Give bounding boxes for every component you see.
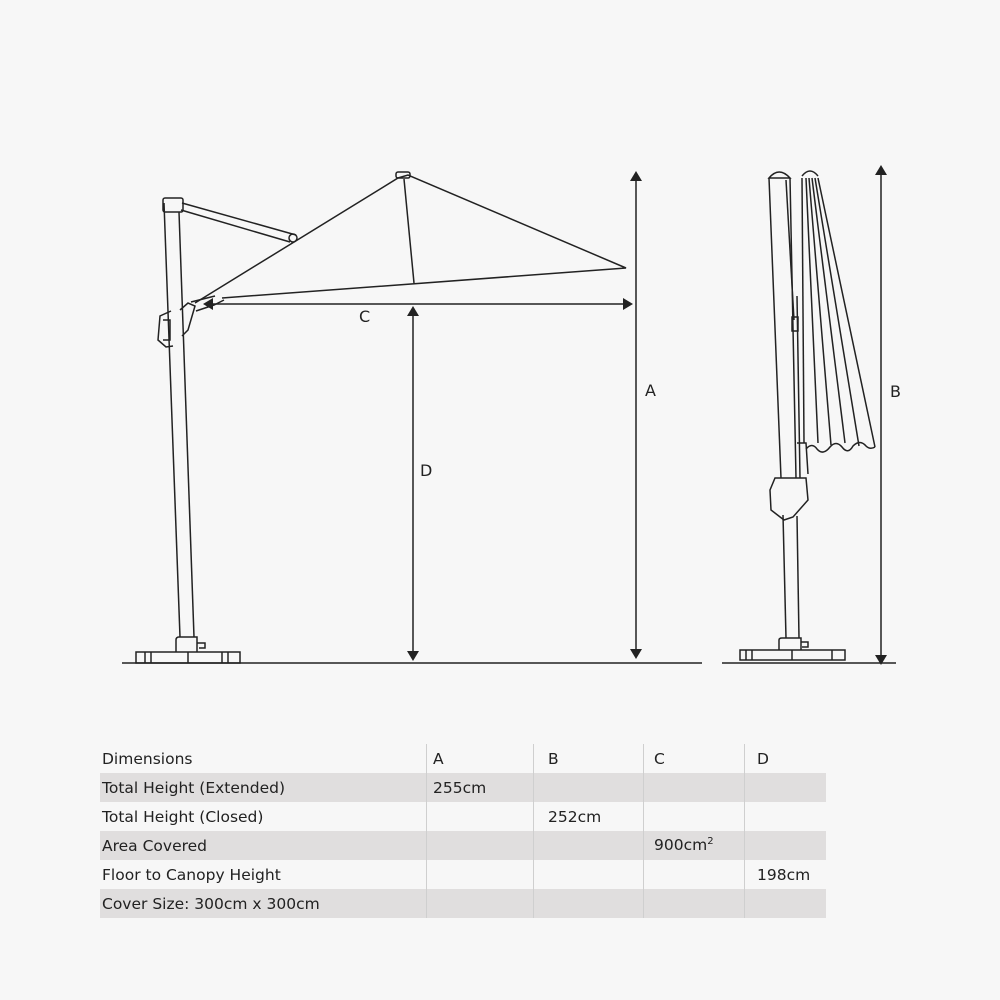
- cell-D: [744, 773, 826, 802]
- table-row: Total Height (Closed) 252cm: [100, 802, 826, 831]
- cell-B: [533, 831, 644, 860]
- cell-A: [426, 860, 534, 889]
- row-label: Area Covered: [100, 831, 427, 860]
- cell-B: 252cm: [533, 802, 644, 831]
- row-label: Total Height (Extended): [100, 773, 427, 802]
- cell-C: [643, 802, 745, 831]
- label-B: B: [890, 382, 901, 401]
- cell-A: [426, 889, 534, 918]
- table-row: Floor to Canopy Height 198cm: [100, 860, 826, 889]
- cell-D: [744, 831, 826, 860]
- header-dimensions: Dimensions: [102, 749, 193, 768]
- cell-D: 198cm: [744, 860, 826, 889]
- squared-superscript: 2: [707, 836, 714, 848]
- cell-A: [426, 831, 534, 860]
- label-C: C: [359, 307, 370, 326]
- cell-B: [533, 773, 644, 802]
- parasol-dimension-diagram: A C D B: [122, 165, 901, 665]
- header-A: A: [426, 744, 534, 773]
- table-row: Cover Size: 300cm x 300cm: [100, 889, 826, 918]
- cell-C: [643, 860, 745, 889]
- cell-C: [643, 773, 745, 802]
- open-parasol-drawing: [122, 171, 702, 664]
- closed-parasol-drawing: [722, 170, 896, 664]
- dimensions-table: Dimensions A B C D Total Height (Extende…: [100, 744, 826, 918]
- cell-D: [744, 802, 826, 831]
- cell-B: [533, 889, 644, 918]
- table-row: Total Height (Extended) 255cm: [100, 773, 826, 802]
- cell-D: [744, 889, 826, 918]
- header-B: B: [533, 744, 644, 773]
- row-label: Total Height (Closed): [102, 807, 264, 826]
- cell-A: 255cm: [426, 773, 534, 802]
- label-D: D: [420, 461, 432, 480]
- header-C: C: [643, 744, 745, 773]
- cell-B: [533, 860, 644, 889]
- cell-C: [643, 889, 745, 918]
- dimension-arrows-open: [203, 171, 642, 661]
- table-row: Area Covered 900cm2: [100, 831, 826, 860]
- header-D: D: [744, 744, 826, 773]
- cell-A: [426, 802, 534, 831]
- row-label: Cover Size: 300cm x 300cm: [100, 889, 427, 918]
- cell-C: 900cm2: [643, 831, 745, 860]
- area-value: 900cm: [654, 836, 708, 855]
- row-label: Floor to Canopy Height: [102, 865, 281, 884]
- label-A: A: [645, 381, 656, 400]
- table-header-row: Dimensions A B C D: [100, 744, 826, 773]
